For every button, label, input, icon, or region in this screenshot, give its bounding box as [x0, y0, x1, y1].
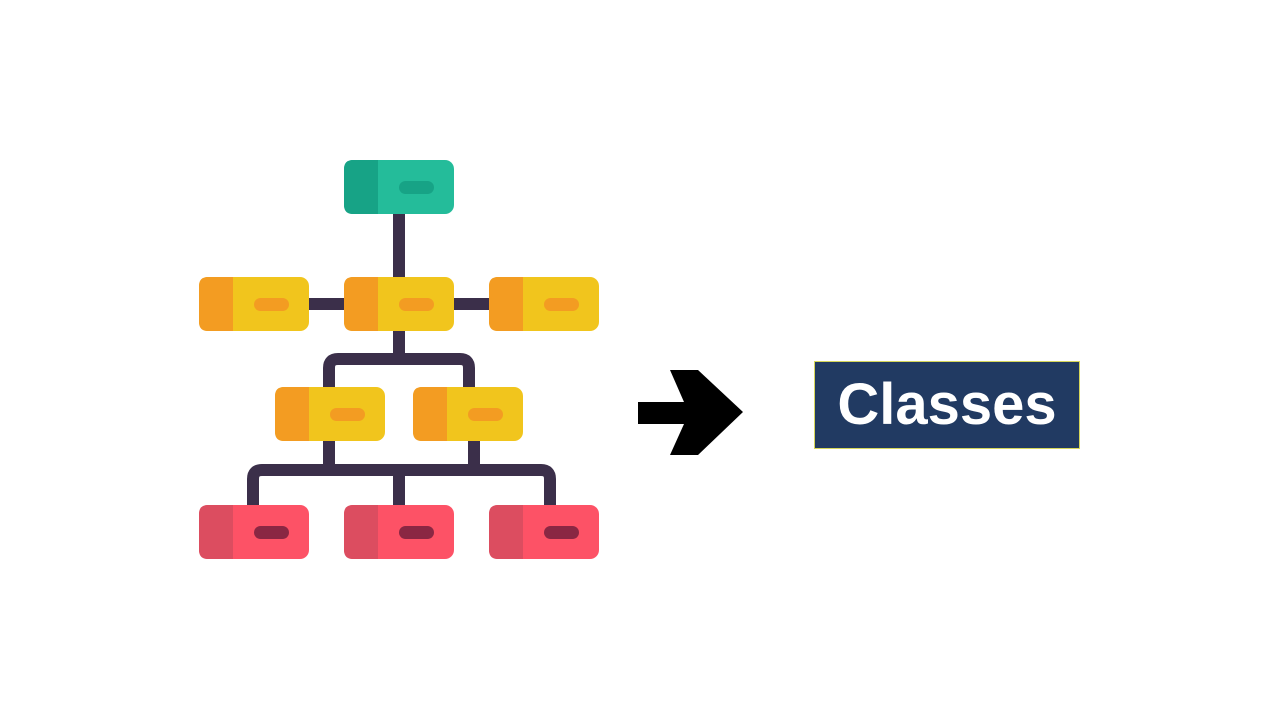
classes-label: Classes — [837, 372, 1057, 437]
level-4-node-3 — [489, 505, 599, 559]
root-node-1 — [344, 160, 454, 214]
level-3-node-2 — [413, 387, 523, 441]
level-2-node-2 — [344, 277, 454, 331]
classes-label-box: Classes — [814, 361, 1080, 449]
tree-connectors — [247, 214, 556, 508]
level-3-node-1 — [275, 387, 385, 441]
level-4-node-1 — [199, 505, 309, 559]
level-4-node-2 — [344, 505, 454, 559]
level-2-node-3 — [489, 277, 599, 331]
level-2-node-1 — [199, 277, 309, 331]
